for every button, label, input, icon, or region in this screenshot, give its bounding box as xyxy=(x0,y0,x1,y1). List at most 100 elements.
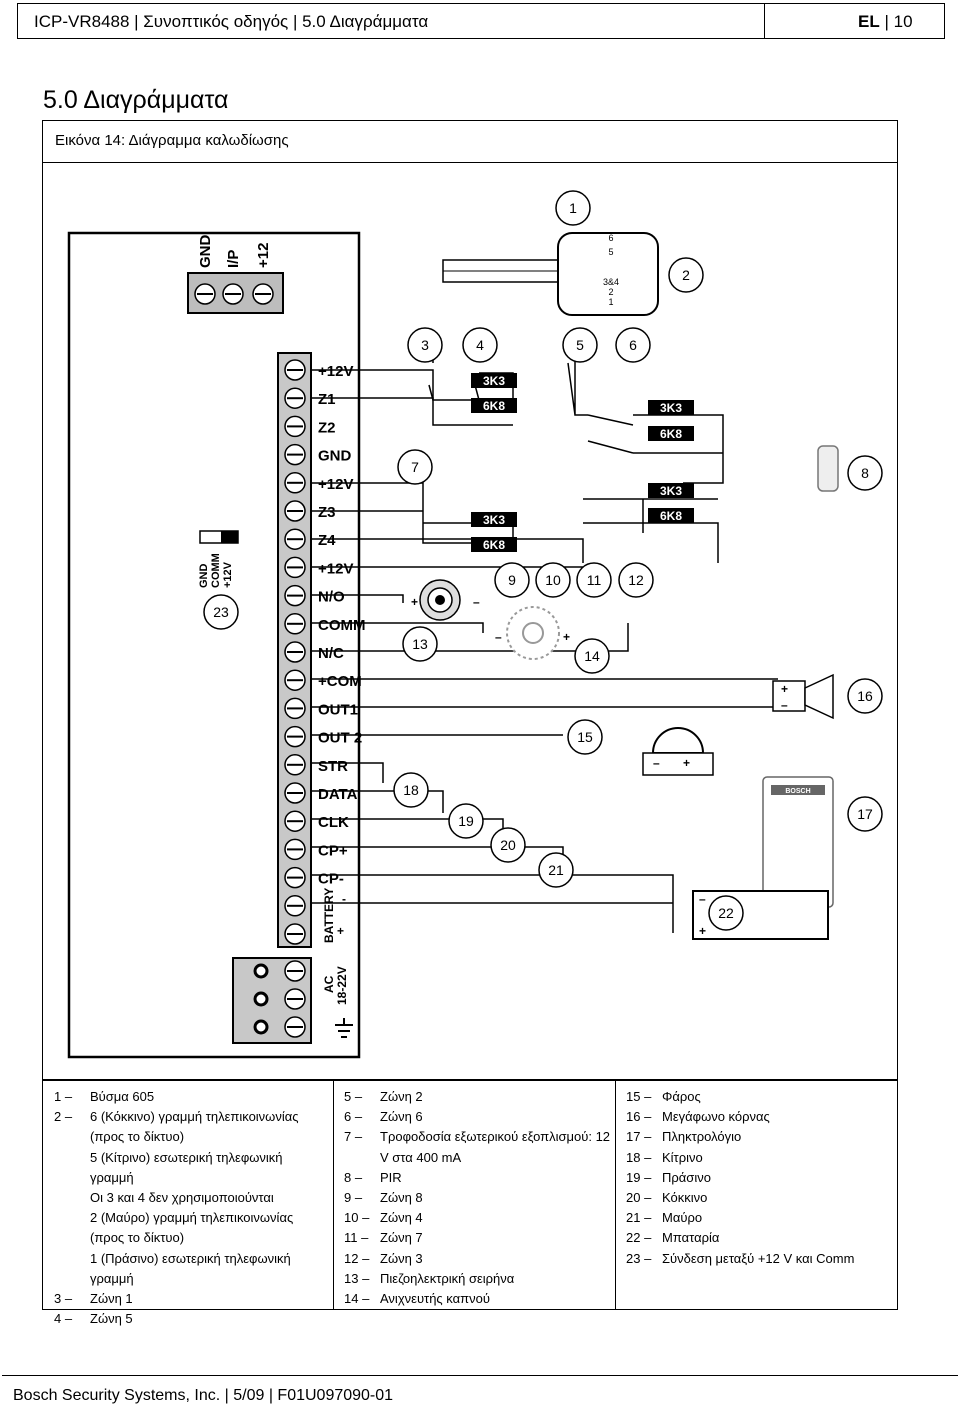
resistor: 3K3 xyxy=(648,400,694,415)
legend-item: 2 (Μαύρο) γραμμή τηλεπικοινωνίας (προς τ… xyxy=(54,1208,329,1248)
legend-item: 6 –Ζώνη 6 xyxy=(344,1107,611,1127)
ac-terminal-hole xyxy=(253,1019,269,1035)
legend-number: 13 – xyxy=(344,1270,370,1286)
top-terminal-screws xyxy=(194,283,274,305)
legend-text: Ζώνη 4 xyxy=(380,1210,423,1226)
ac-terminal-screw xyxy=(284,1016,306,1038)
svg-text:18: 18 xyxy=(403,782,419,798)
legend-text: Μαύρο xyxy=(662,1210,703,1226)
header-page: EL | 10 xyxy=(858,12,913,31)
resistor: 6K8 xyxy=(471,398,517,413)
callout-23: 23 xyxy=(203,594,239,630)
legend-text: Ζώνη 8 xyxy=(380,1190,423,1206)
resistor-label: 3K3 xyxy=(483,374,505,388)
svg-text:5: 5 xyxy=(576,337,584,353)
ac-terminal-hole xyxy=(253,963,269,979)
polarity-mark: – xyxy=(781,698,788,712)
legend-item: 5 (Κίτρινο) εσωτερική τηλεφωνική γραμμή xyxy=(54,1148,329,1188)
callout-10: 10 xyxy=(535,562,571,598)
callout-2: 2 xyxy=(668,257,704,293)
legend-text: Ζώνη 7 xyxy=(380,1230,423,1246)
header-divider xyxy=(764,4,765,38)
page-header: ICP-VR8488 | Συνοπτικός οδηγός | 5.0 Δια… xyxy=(17,3,945,39)
terminal-screw xyxy=(284,697,306,720)
legend-number: 21 – xyxy=(626,1210,652,1226)
legend-item: Οι 3 και 4 δεν χρησιμοποιούνται xyxy=(54,1188,329,1208)
resistor: 3K3 xyxy=(471,373,517,388)
legend-text: Ζώνη 3 xyxy=(380,1250,423,1266)
caption-divider xyxy=(42,162,898,163)
legend-number: 3 – xyxy=(54,1291,73,1307)
legend-item: 1 –Βύσμα 605 xyxy=(54,1087,329,1107)
callout-1: 1 xyxy=(555,190,591,226)
figure-frame xyxy=(42,120,898,1080)
svg-text:20: 20 xyxy=(500,837,516,853)
legend-number: 17 – xyxy=(626,1129,652,1145)
terminal-label: +12V xyxy=(318,476,353,493)
piezo-siren-icon xyxy=(419,579,461,621)
legend-number: 11 – xyxy=(344,1230,369,1246)
header-lang: EL xyxy=(858,12,880,31)
legend-number: 18 – xyxy=(626,1149,652,1165)
polarity-mark: + xyxy=(781,682,788,696)
terminal-screw xyxy=(284,782,306,804)
legend-text: 5 (Κίτρινο) εσωτερική τηλεφωνική γραμμή xyxy=(90,1149,283,1185)
legend-number: 2 – xyxy=(54,1109,73,1125)
terminal-label: +12V xyxy=(318,560,353,577)
legend-item: 8 –PIR xyxy=(344,1168,611,1188)
legend-number: 19 – xyxy=(626,1169,652,1185)
connector-pins: 653&421 xyxy=(603,233,619,307)
top-terminal-screw xyxy=(222,283,244,305)
callout-17: 17 xyxy=(847,796,883,832)
legend-number: 10 – xyxy=(344,1210,370,1226)
legend-text: Πράσινο xyxy=(662,1169,711,1185)
legend-item: 20 –Κόκκινο xyxy=(626,1188,893,1208)
legend-item: 7 –Τροφοδοσία εξωτερικού εξοπλισμού: 12 … xyxy=(344,1127,611,1167)
terminal-label: OUT1 xyxy=(318,701,358,718)
resistor-label: 6K8 xyxy=(483,399,505,413)
legend-text: Οι 3 και 4 δεν χρησιμοποιούνται xyxy=(90,1190,274,1206)
legend-item: 4 –Ζώνη 5 xyxy=(54,1309,329,1329)
legend-text: 2 (Μαύρο) γραμμή τηλεπικοινωνίας (προς τ… xyxy=(90,1210,294,1246)
legend-text: Σύνδεση μεταξύ +12 V και Comm xyxy=(662,1250,855,1266)
connector-pin-label: 5 xyxy=(608,247,613,257)
legend-number: 22 – xyxy=(626,1230,652,1246)
legend-text: Ανιχνευτής καπνού xyxy=(380,1291,490,1307)
terminal-label: CP- xyxy=(318,871,344,888)
callout-16: 16 xyxy=(847,678,883,714)
svg-text:12: 12 xyxy=(628,572,644,588)
legend-number: 12 – xyxy=(344,1250,370,1266)
callout-15: 15 xyxy=(567,719,603,755)
svg-text:3: 3 xyxy=(421,337,429,353)
ac-terminal-screw xyxy=(284,988,306,1010)
legend-number: 23 – xyxy=(626,1250,652,1266)
footer-divider xyxy=(2,1375,958,1376)
terminal-screw xyxy=(284,725,306,748)
legend-text: Πιεζοηλεκτρική σειρήνα xyxy=(380,1270,515,1286)
callout-19: 19 xyxy=(448,803,484,839)
legend-text: Ζώνη 6 xyxy=(380,1109,423,1125)
terminal-screw xyxy=(284,866,306,889)
callout-9: 9 xyxy=(494,562,530,598)
ac-label: AC xyxy=(322,975,336,993)
legend-item: 5 –Ζώνη 2 xyxy=(344,1087,611,1107)
resistor: 3K3 xyxy=(648,483,694,498)
legend-item: 23 – Σύνδεση μεταξύ +12 V και Comm xyxy=(626,1249,893,1269)
top-terminal-label: +12 xyxy=(255,243,272,268)
top-terminal-label: I/P xyxy=(225,250,242,268)
legend-text: Πληκτρολόγιο xyxy=(662,1129,742,1145)
polarity-mark: + xyxy=(411,595,418,609)
svg-text:2: 2 xyxy=(682,267,690,283)
resistor-label: 6K8 xyxy=(660,509,682,523)
pir-sensor-icon xyxy=(817,445,839,492)
legend-text: Κίτρινο xyxy=(662,1149,703,1165)
terminal-screw xyxy=(284,838,306,861)
terminal-label: Z3 xyxy=(318,504,336,521)
svg-text:9: 9 xyxy=(508,572,516,588)
legend-item: 13 – Πιεζοηλεκτρική σειρήνα xyxy=(344,1269,611,1289)
terminal-screw xyxy=(284,613,306,635)
terminal-label: N/C xyxy=(318,645,344,662)
legend-number: 7 – xyxy=(344,1129,363,1145)
resistor-label: 3K3 xyxy=(483,513,505,527)
